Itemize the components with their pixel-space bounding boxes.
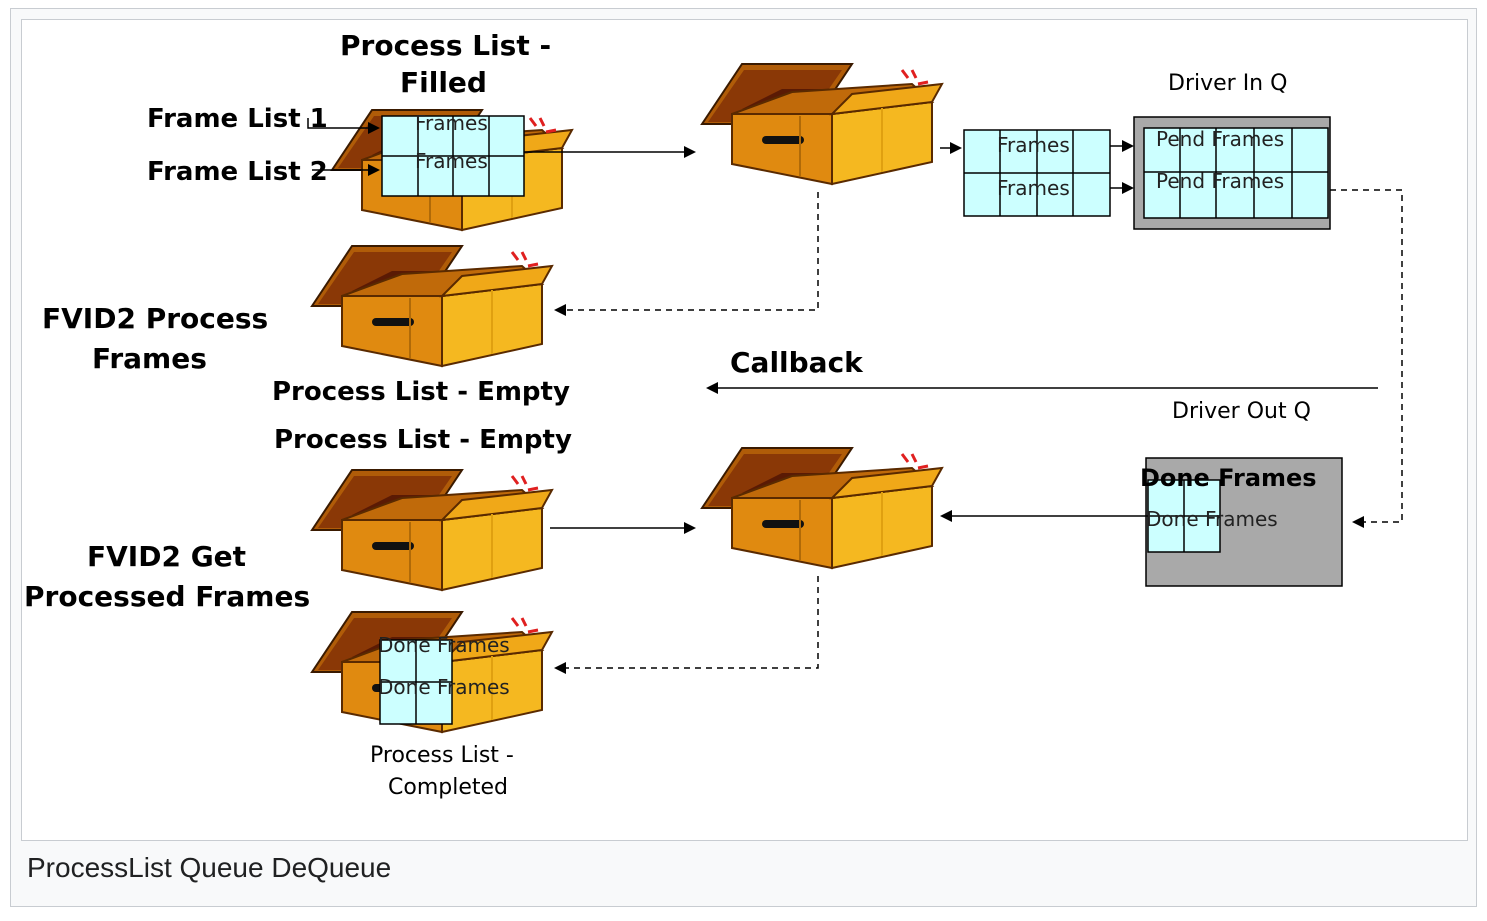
done-frames-cell-label: Done Frames xyxy=(1146,507,1278,531)
frames-cell-label: Frames xyxy=(997,176,1070,200)
fvid2-get-processed-label: Processed Frames xyxy=(24,580,310,613)
process-list-filled-label: Filled xyxy=(400,66,487,99)
open-box-icon xyxy=(701,447,943,569)
process-list-empty-label: Process List - Empty xyxy=(274,425,572,455)
done-frames-cell-label: Done Frames xyxy=(1140,464,1317,492)
sparkle-icon xyxy=(510,474,540,492)
pend-frames-cell-label: Pend Frames xyxy=(1156,169,1284,193)
fvid2-process-frames-label: Frames xyxy=(92,342,207,375)
open-box-icon xyxy=(701,63,943,185)
process-list-completed-label: Process List - xyxy=(370,743,514,768)
done-frames-cell-label: Done Frames xyxy=(378,633,510,657)
process-list-filled-label: Process List - xyxy=(340,29,551,62)
figure-caption: ProcessList Queue DeQueue xyxy=(27,852,392,883)
sparkle-icon xyxy=(900,68,930,86)
sparkle-icon xyxy=(900,452,930,470)
callback-label: Callback xyxy=(730,346,864,379)
figure-thumbnail: Frames Frames Process List - Filled Fram… xyxy=(10,8,1477,907)
driver-out-q-label: Driver Out Q xyxy=(1172,399,1311,424)
frame-grid-queued: Frames Frames xyxy=(963,129,1111,217)
done-frames-cell-label: Done Frames xyxy=(378,675,510,699)
driver-in-queue: Pend Frames Pend Frames xyxy=(1133,116,1331,230)
processlist-diagram: Frames Frames Process List - Filled Fram… xyxy=(24,29,1403,800)
frames-cell-label: Frames xyxy=(997,133,1070,157)
open-box-icon xyxy=(311,245,553,367)
return-empty-arrow xyxy=(554,192,819,316)
frame-list-1-label: Frame List 1 xyxy=(147,104,328,134)
frame-list-1-arrow xyxy=(307,118,380,134)
pend-frames-cell-label: Pend Frames xyxy=(1156,127,1284,151)
open-box-icon xyxy=(311,469,553,591)
frames-cell-label: Frames xyxy=(415,149,488,173)
frames-cell-label: Frames xyxy=(415,111,488,135)
driver-out-queue: Done Frames Done Frames xyxy=(1140,457,1343,587)
return-completed-arrow xyxy=(554,576,819,674)
fvid2-process-frames-label: FVID2 Process xyxy=(42,302,268,335)
process-list-empty-label: Process List - Empty xyxy=(272,377,570,407)
frame-list-2-label: Frame List 2 xyxy=(147,157,328,187)
driver-in-q-label: Driver In Q xyxy=(1168,71,1287,96)
process-complete-arrow xyxy=(1330,189,1403,528)
process-list-completed-label: Completed xyxy=(388,775,508,800)
sparkle-icon xyxy=(510,250,540,268)
frame-grid-completed: Done Frames Done Frames xyxy=(378,633,510,725)
frame-grid-filled: Frames Frames xyxy=(381,111,525,197)
sparkle-icon xyxy=(510,616,540,634)
fvid2-get-processed-label: FVID2 Get xyxy=(87,540,246,573)
figure-image: Frames Frames Process List - Filled Fram… xyxy=(21,19,1468,841)
